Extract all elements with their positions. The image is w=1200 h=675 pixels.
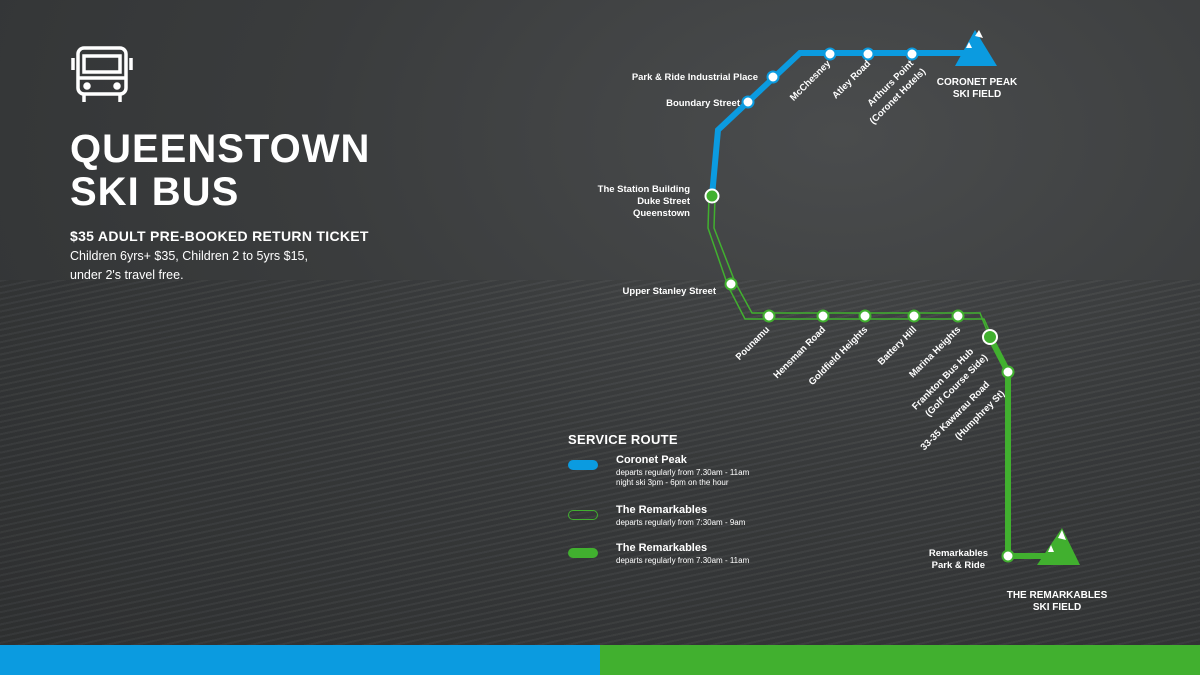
label-remarkables-line2: Park & Ride xyxy=(932,560,985,571)
station-marina-heights xyxy=(951,309,965,323)
hub-line2: Duke Street xyxy=(637,196,691,207)
station-kawarau-road xyxy=(1001,365,1015,379)
coronet-route-line xyxy=(709,50,975,197)
hub-line3: Queenstown xyxy=(633,208,690,219)
legend-swatch-green xyxy=(568,548,598,558)
background-dunes xyxy=(0,280,1200,645)
ticket-price: $35 ADULT PRE-BOOKED RETURN TICKET xyxy=(70,228,369,244)
station-queenstown-hub xyxy=(704,188,720,204)
label-battery-hill: Battery Hill xyxy=(876,324,919,367)
footer-bar-green xyxy=(600,645,1200,675)
bus-icon xyxy=(71,46,133,102)
children-pricing: Children 6yrs+ $35, Children 2 to 5yrs $… xyxy=(70,249,308,282)
remarkables-route-line xyxy=(987,335,1045,559)
station-park-and-ride-industrial xyxy=(766,70,780,84)
station-pounamu xyxy=(762,309,776,323)
label-atley-road: Atley Road xyxy=(830,58,873,101)
legend-swatch-blue xyxy=(568,460,598,470)
footer-bar-blue xyxy=(0,645,600,675)
label-upper-stanley: Upper Stanley Street xyxy=(623,286,717,297)
label-park-and-ride-industrial: Park & Ride Industrial Place xyxy=(632,72,758,83)
station-hensman-road xyxy=(816,309,830,323)
service-route-legend: SERVICE ROUTE Coronet Peak departs regul… xyxy=(568,432,750,565)
station-remarkables-park-ride xyxy=(1001,549,1015,563)
station-atley-road xyxy=(861,47,875,61)
route-map: Boundary Street Park & Ride Industrial P… xyxy=(598,30,1108,613)
station-goldfield-heights xyxy=(858,309,872,323)
remarkables-early-route-line xyxy=(707,196,993,338)
label-boundary-street: Boundary Street xyxy=(666,98,741,109)
coronet-destination-line1: CORONET PEAK xyxy=(937,77,1018,88)
station-upper-stanley xyxy=(724,277,738,291)
remarkables-destination-line2: SKI FIELD xyxy=(1033,602,1081,613)
station-battery-hill xyxy=(907,309,921,323)
remarkables-mountain-icon xyxy=(1037,528,1080,565)
coronet-peak-mountain-icon xyxy=(955,30,997,66)
legend-title: SERVICE ROUTE xyxy=(568,432,678,447)
label-pounamu: Pounamu xyxy=(734,324,773,363)
station-boundary-street xyxy=(741,95,755,109)
legend-swatch-green-outline xyxy=(568,510,598,520)
station-frankton-hub xyxy=(982,329,998,345)
station-mcchesney xyxy=(823,47,837,61)
station-arthurs-point xyxy=(905,47,919,61)
hub-line1: The Station Building xyxy=(598,184,691,195)
label-mcchesney: McChesney xyxy=(788,58,834,104)
label-remarkables-line1: Remarkables xyxy=(929,548,988,559)
coronet-destination-line2: SKI FIELD xyxy=(953,89,1001,100)
remarkables-destination-line1: THE REMARKABLES xyxy=(1007,590,1108,601)
